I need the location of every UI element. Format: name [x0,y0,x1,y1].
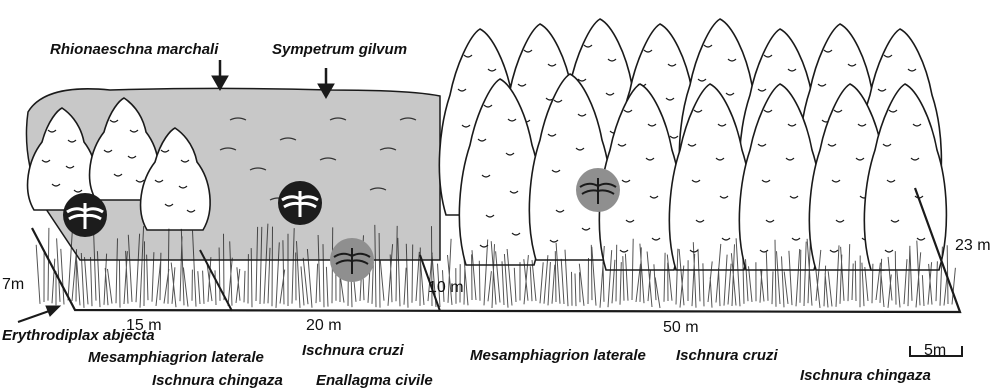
label-zone3-mesamphiagrion: Mesamphiagrion laterale [470,348,646,364]
label-sympetrum-gilvum: Sympetrum gilvum [272,42,407,58]
dragonfly-marker-dark-left [63,193,107,237]
dragonfly-marker-gray-forest [576,168,620,212]
dragonfly-marker-dark-center [278,181,322,225]
arrow-rhionaeschna [212,60,228,90]
label-erythrodiplax-abjecta: Erythrodiplax abjecta [2,328,155,344]
label-width-50m: 50 m [663,320,699,336]
label-zone3-ischnura-chingaza: Ischnura chingaza [800,368,931,384]
label-zone2-enallagma-civile: Enallagma civile [316,373,433,389]
label-width-20m: 20 m [306,318,342,334]
label-zone1-mesamphiagrion: Mesamphiagrion laterale [88,350,264,366]
label-right-depth: 23 m [955,238,991,254]
dragonfly-marker-gray-center [330,238,374,282]
label-zone2-ischnura-cruzi: Ischnura cruzi [302,343,404,359]
label-left-depth: 7m [2,277,24,293]
label-rhionaeschna-marchali: Rhionaeschna marchali [50,42,218,58]
forest-block [439,19,946,270]
label-mid-depth: 10 m [428,280,464,296]
label-zone1-ischnura-chingaza: Ischnura chingaza [152,373,283,389]
arrow-erythrodiplax [18,306,60,322]
label-zone3-ischnura-cruzi: Ischnura cruzi [676,348,778,364]
label-scale-bar: 5m [924,343,946,359]
